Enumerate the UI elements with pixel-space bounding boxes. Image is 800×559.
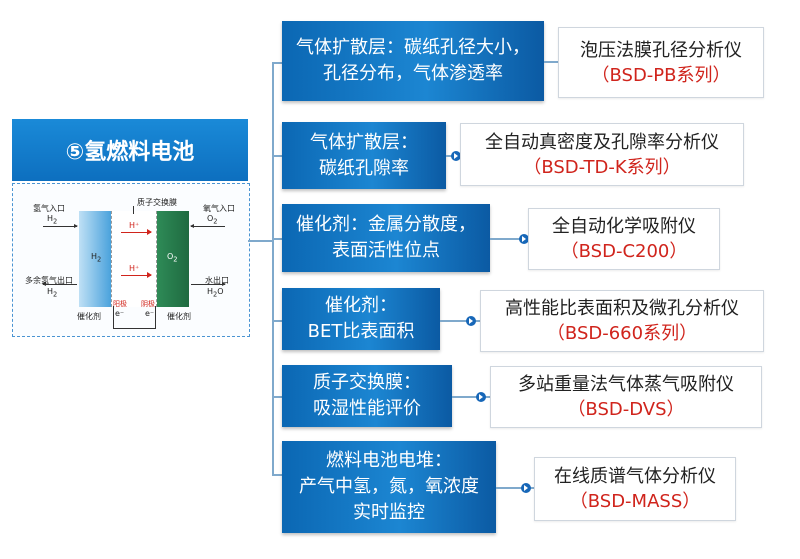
instrument-bsd-mass[interactable]: 在线质谱气体分析仪 （BSD-MASS） [534, 457, 736, 521]
anode-plate [79, 211, 111, 307]
proton-label-1: H⁺ [129, 221, 140, 230]
arrow-dot-icon [466, 316, 476, 326]
target-stack-gas-monitor: 燃料电池电堆： 产气中氢，氮，氧浓度 实时监控 [282, 441, 496, 533]
electron-right-label: e⁻ [145, 309, 155, 318]
excess-h2-formula: H2 [47, 287, 58, 299]
o2-inlet-arrow [190, 224, 225, 228]
target-catalyst-bet: 催化剂： BET比表面积 [282, 288, 440, 350]
arrow-dot-icon [451, 151, 461, 161]
electron-left-label: e⁻ [115, 309, 125, 318]
o2-inlet-label: 氧气入口 [203, 204, 235, 213]
page-title: ⑤氢燃料电池 [12, 119, 248, 181]
excess-h2-outlet-label: 多余氢气出口 [25, 276, 73, 285]
h2-inlet-arrow [43, 224, 78, 228]
water-outlet-label: 水出口 [205, 276, 229, 285]
connector-trunk [272, 62, 274, 476]
target-gdl-porosity: 气体扩散层： 碳纸孔隙率 [282, 122, 446, 189]
arrow-dot-icon [521, 483, 531, 493]
water-formula: H2O [207, 287, 224, 299]
membrane [111, 211, 157, 307]
anode-label: 阳极 [113, 300, 127, 308]
target-pem-moisture: 质子交换膜： 吸湿性能评价 [282, 365, 452, 427]
h2-inlet-formula: H2 [47, 214, 58, 226]
catalyst-left-label: 催化剂 [77, 312, 101, 321]
pem-label: 质子交换膜 [137, 198, 177, 207]
h2-plate-label: H2 [91, 252, 102, 264]
proton-label-2: H⁺ [129, 264, 140, 273]
instrument-bsd-660[interactable]: 高性能比表面积及微孔分析仪 （BSD-660系列） [480, 290, 764, 352]
instrument-bsd-td-k[interactable]: 全自动真密度及孔隙率分析仪 （BSD-TD-K系列） [460, 123, 744, 186]
o2-inlet-formula: O2 [207, 214, 218, 226]
h2-inlet-label: 氢气入口 [33, 204, 65, 213]
water-outlet-arrow [191, 282, 226, 286]
instrument-bsd-pb[interactable]: 泡压法膜孔径分析仪 （BSD-PB系列） [558, 27, 764, 98]
cathode-label: 阴极 [141, 300, 155, 308]
connector-main [248, 240, 272, 242]
target-catalyst-dispersion: 催化剂：金属分散度， 表面活性位点 [282, 204, 490, 272]
instrument-bsd-c200[interactable]: 全自动化学吸附仪 （BSD-C200） [528, 208, 720, 270]
instrument-bsd-dvs[interactable]: 多站重量法气体蒸气吸附仪 （BSD-DVS） [490, 366, 762, 428]
catalyst-right-label: 催化剂 [167, 312, 191, 321]
o2-plate-label: O2 [167, 252, 178, 264]
fuel-cell-diagram: H2 O2 质子交换膜 H⁺ H⁺ 氢气入口 H2 氧气入口 O2 多余氢气出口… [12, 183, 250, 337]
proton-arrow-2 [121, 272, 152, 278]
proton-arrow-1 [121, 229, 152, 235]
target-gdl-pore-size: 气体扩散层：碳纸孔径大小， 孔径分布，气体渗透率 [282, 21, 544, 101]
excess-h2-arrow [42, 282, 77, 286]
arrow-dot-icon [519, 234, 529, 244]
arrow-dot-icon [476, 392, 486, 402]
cathode-plate [157, 211, 189, 307]
